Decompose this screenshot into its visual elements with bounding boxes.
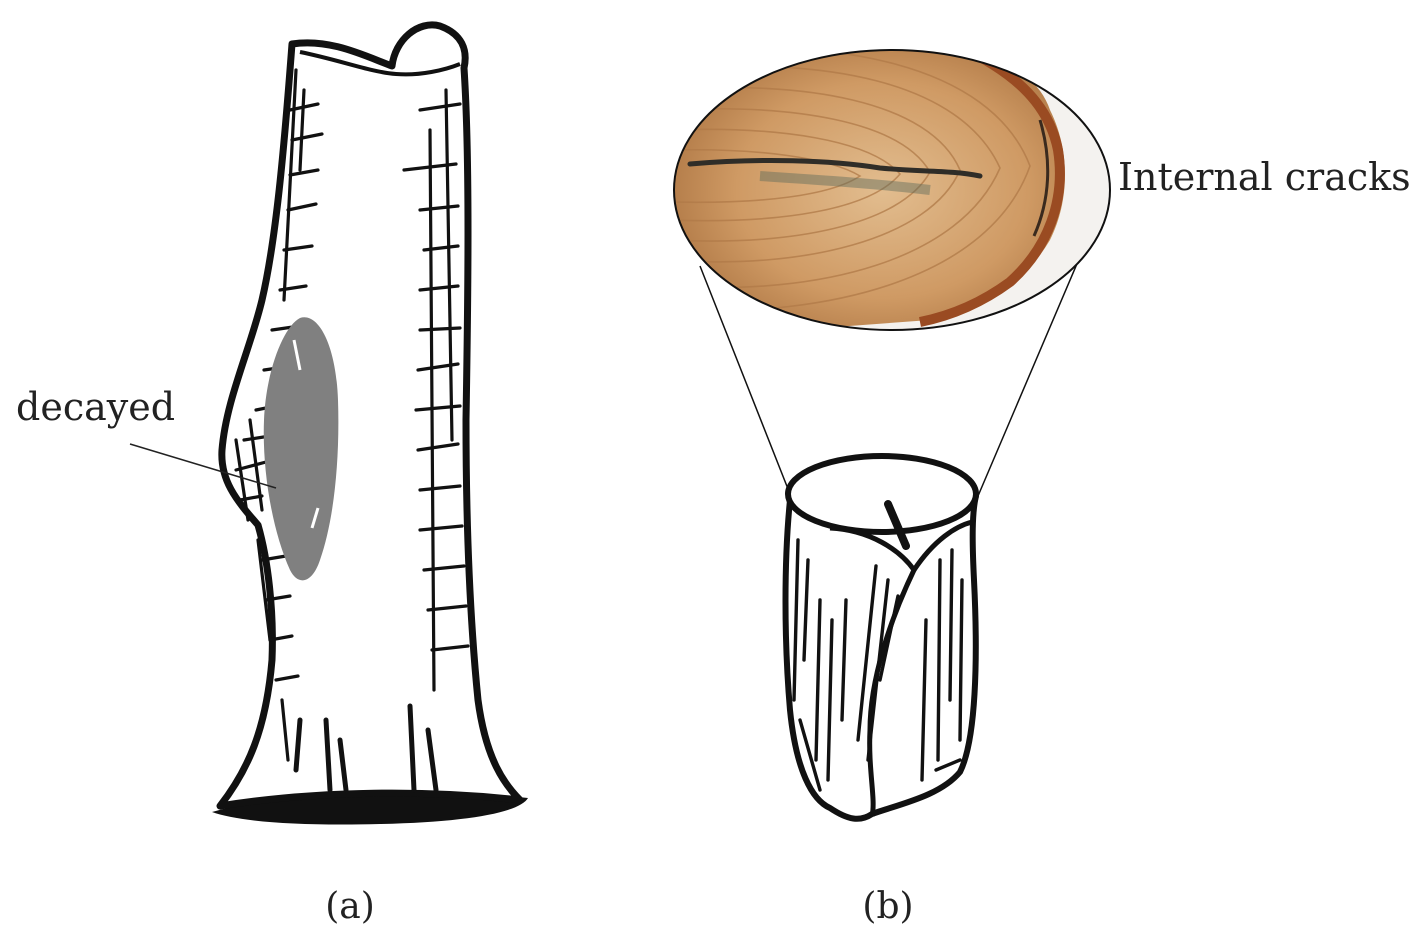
caption-a: (a) xyxy=(325,886,375,927)
panel-b: Internal cracks xyxy=(673,49,1411,927)
trunk-outline xyxy=(216,21,524,810)
decayed-leader-line xyxy=(129,443,277,489)
decay-region xyxy=(263,317,339,581)
log-stump xyxy=(782,453,979,822)
panel-a: decayed (a) xyxy=(16,21,528,927)
internal-cracks-label: Internal cracks xyxy=(1118,155,1411,199)
decayed-label: decayed xyxy=(16,385,175,429)
internal-crack xyxy=(687,158,983,179)
zoom-line-right xyxy=(977,251,1083,497)
bark-hatching-left xyxy=(234,68,324,762)
root-strokes xyxy=(293,703,439,793)
log-top xyxy=(785,453,979,535)
trunk-top-rim xyxy=(299,50,461,77)
log-seam xyxy=(829,525,917,817)
caption-b: (b) xyxy=(862,886,913,927)
bark-edge xyxy=(919,50,1065,327)
wood-slice xyxy=(674,50,1065,330)
decay-highlight xyxy=(310,507,320,529)
zoom-line-left xyxy=(699,265,791,495)
bark-hatching-right xyxy=(402,88,470,692)
log-top-crack xyxy=(884,500,910,550)
decay-highlight xyxy=(292,339,302,371)
log-hatching xyxy=(792,538,964,792)
magnified-cross-section xyxy=(673,49,1111,331)
